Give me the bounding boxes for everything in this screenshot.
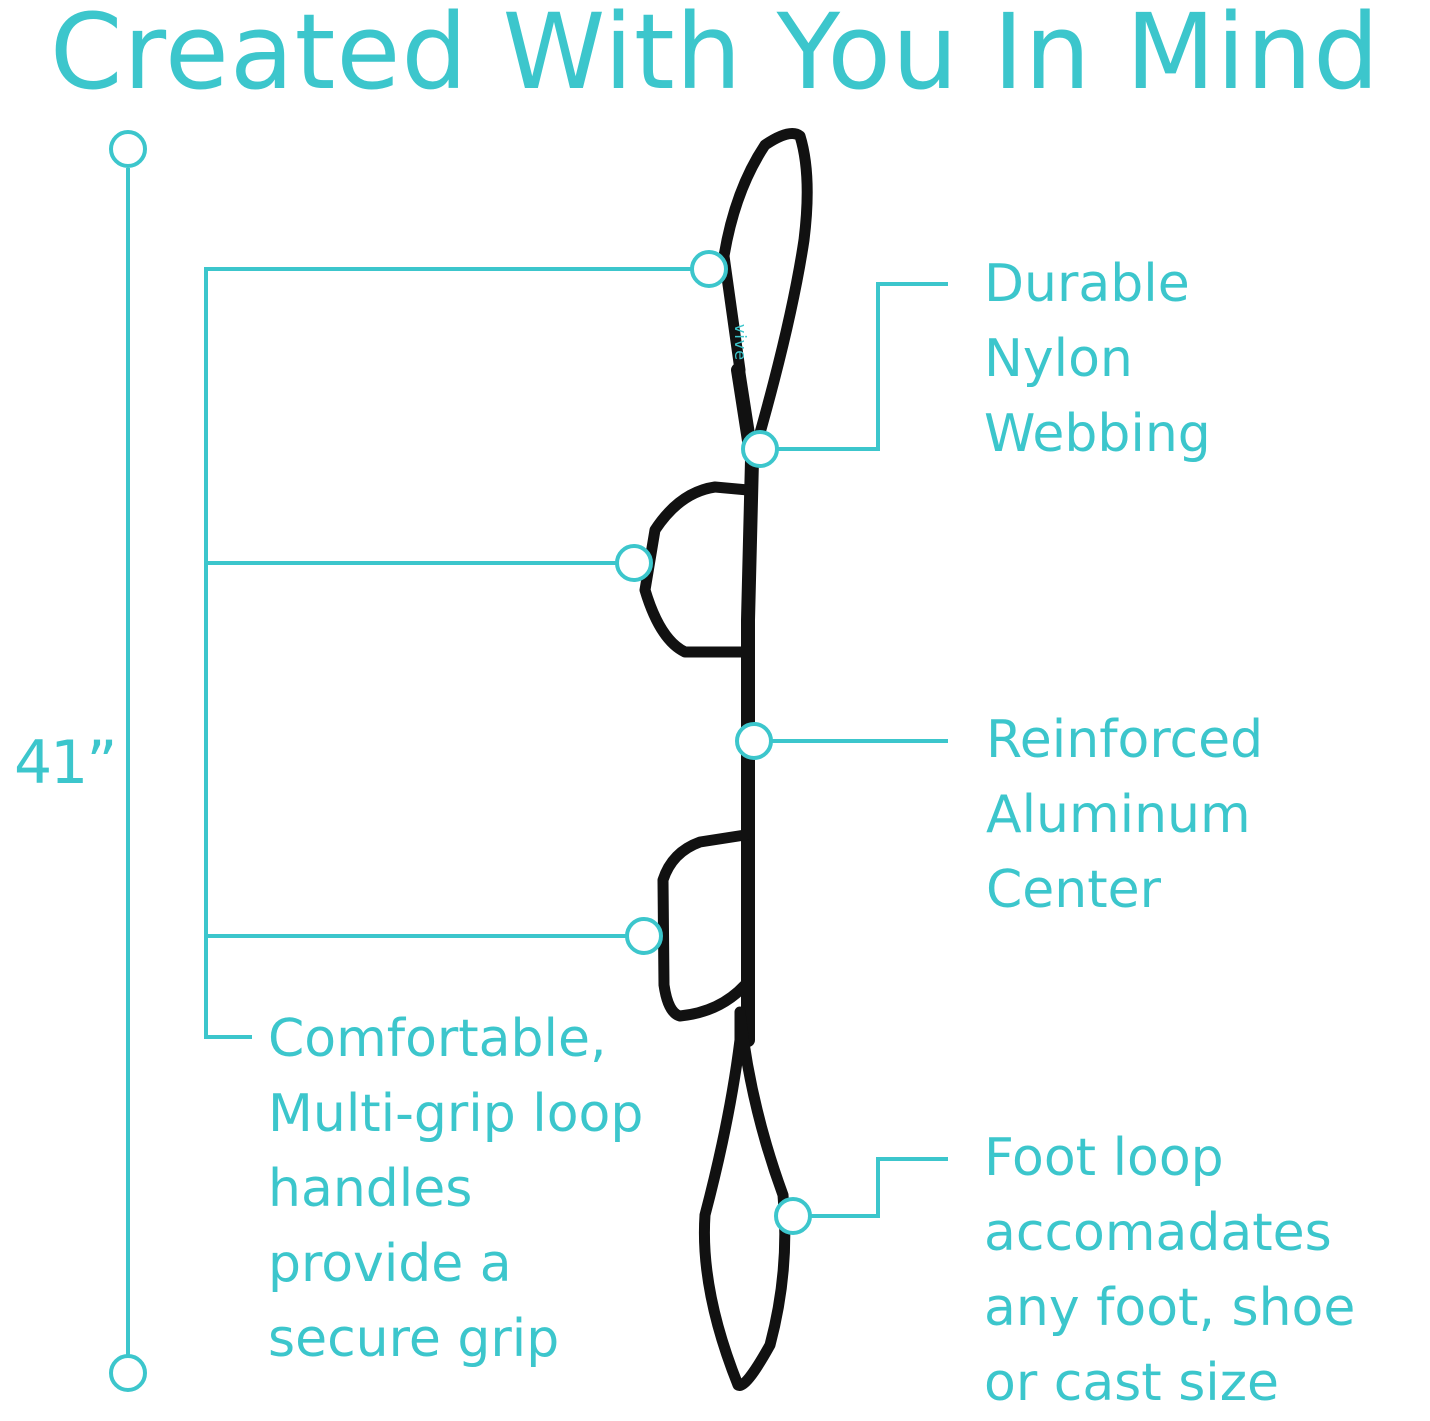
callout-line: Nylon (984, 329, 1133, 389)
handles-marker-mid (615, 544, 653, 582)
callout-line: handles (268, 1159, 473, 1219)
webbing-marker (741, 430, 779, 468)
top-loop (718, 128, 813, 446)
callout-handles: Comfortable, Multi-grip loop handles pro… (268, 1002, 643, 1377)
handle-loop-2 (657, 829, 751, 1022)
callout-line: Aluminum (986, 785, 1251, 845)
center-marker (735, 722, 773, 760)
brand-mark: vive (731, 323, 751, 362)
callout-line: Multi-grip loop (268, 1084, 644, 1144)
length-label: 41” (14, 728, 117, 798)
callout-line: Durable (984, 254, 1190, 314)
handles-marker-low (625, 917, 663, 955)
callout-line: Comfortable, (268, 1009, 607, 1069)
length-bottom-marker (109, 1354, 147, 1392)
handle-loop-1 (639, 481, 754, 658)
handles-leader (204, 267, 691, 1039)
callout-line: accomadates (984, 1203, 1332, 1263)
foot-loop (698, 1006, 791, 1391)
callout-line: secure grip (268, 1309, 560, 1369)
length-indicator (109, 130, 147, 1392)
callout-line: Reinforced (986, 710, 1264, 770)
callout-line: Center (986, 860, 1162, 920)
callout-line: Foot loop (984, 1128, 1224, 1188)
callout-line: provide a (268, 1234, 512, 1294)
callout-center: Reinforced Aluminum Center (986, 703, 1263, 928)
main-strap (731, 363, 759, 1047)
webbing-leader (778, 282, 948, 451)
callout-line: or cast size (984, 1353, 1280, 1413)
callout-foot-loop: Foot loop accomadates any foot, shoe or … (984, 1121, 1355, 1421)
length-top-marker (109, 130, 147, 168)
callout-webbing: Durable Nylon Webbing (984, 247, 1211, 472)
callout-line: Webbing (984, 404, 1211, 464)
strap-illustration (639, 128, 813, 1391)
foot-loop-marker (774, 1197, 812, 1235)
page-title: Created With You In Mind (49, 0, 1381, 113)
handles-marker-top (690, 250, 728, 288)
callout-line: any foot, shoe (984, 1278, 1356, 1338)
foot-loop-leader (811, 1157, 948, 1218)
